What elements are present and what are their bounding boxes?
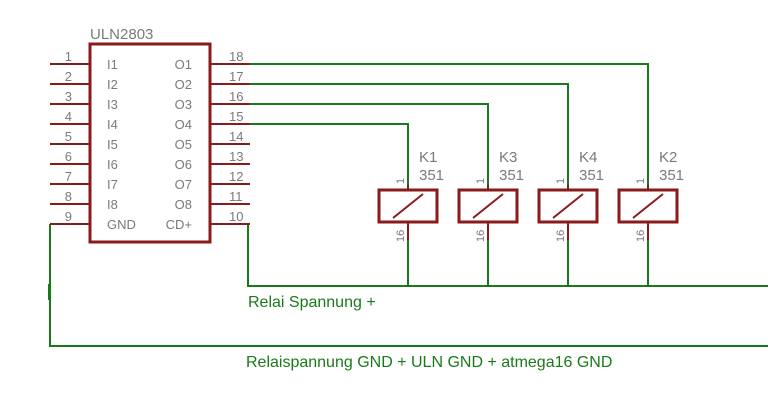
uln2803-chip: ULN2803 1 2 3 [50,26,250,244]
pin-name-o8: O8 [175,197,192,212]
relay-k2-pin-bottom: 16 [635,230,647,242]
wire-relay-supply [247,224,768,287]
pin-num-10: 10 [229,209,243,224]
relay-k1-pin-bottom: 16 [395,230,407,242]
relay-k4-value: 351 [579,167,604,184]
pin-num-1: 1 [65,49,72,64]
relay-k1: K1 351 1 16 [377,149,444,242]
pin-num-11: 11 [229,189,243,204]
pin-num-17: 17 [229,69,243,84]
pin-name-cd: CD+ [166,217,192,232]
relay-k2: K2 351 1 16 [617,149,684,242]
relay-k3-pin-top: 1 [475,178,487,184]
pin-name-o5: O5 [175,137,192,152]
pin-name-o3: O3 [175,97,192,112]
relay-k3: K3 351 1 16 [457,149,524,242]
wire-o1-k2 [210,63,649,185]
relay-k1-name: K1 [419,149,437,166]
relay-k4-name: K4 [579,149,597,166]
pin-num-18: 18 [229,49,243,64]
pin-name-i4: I4 [107,117,118,132]
relay-k3-pin-bottom: 16 [475,230,487,242]
pin-name-i2: I2 [107,77,118,92]
relay-k2-pin-top: 1 [635,178,647,184]
wire-o2-k4 [210,83,569,185]
pin-num-7: 7 [65,169,72,184]
pin-num-15: 15 [229,109,243,124]
relay-k2-value: 351 [659,167,684,184]
pin-num-12: 12 [229,169,243,184]
pin-name-i7: I7 [107,177,118,192]
relay-k3-value: 351 [499,167,524,184]
pin-name-i3: I3 [107,97,118,112]
pin-num-9: 9 [65,209,72,224]
pin-name-o2: O2 [175,77,192,92]
relay-k4: K4 351 1 16 [537,149,604,242]
pin-num-6: 6 [65,149,72,164]
pin-name-o6: O6 [175,157,192,172]
relay-k3-slash [472,193,504,219]
pin-num-4: 4 [65,109,72,124]
relay-k4-slash [552,193,584,219]
pin-num-5: 5 [65,129,72,144]
pin-name-i5: I5 [107,137,118,152]
pin-name-i1: I1 [107,57,118,72]
pin-name-gnd: GND [107,217,136,232]
wire-o4-k1 [210,123,409,185]
pin-num-14: 14 [229,129,243,144]
wires [48,63,768,347]
pin-name-i8: I8 [107,197,118,212]
pin-num-8: 8 [65,189,72,204]
pin-name-o4: O4 [175,117,192,132]
pin-name-i6: I6 [107,157,118,172]
wire-o3-k3 [210,103,489,185]
net-label-ground: Relaispannung GND + ULN GND + atmega16 G… [246,354,612,371]
relay-k2-name: K2 [659,149,677,166]
chip-name: ULN2803 [90,26,153,43]
pin-name-o7: O7 [175,177,192,192]
pin-num-16: 16 [229,89,243,104]
relay-k4-pin-top: 1 [555,178,567,184]
pin-num-13: 13 [229,149,243,164]
relay-k2-slash [632,193,664,219]
pin-num-3: 3 [65,89,72,104]
net-label-relay-supply: Relai Spannung + [248,294,376,311]
relay-k3-name: K3 [499,149,517,166]
pin-name-o1: O1 [175,57,192,72]
relay-k1-value: 351 [419,167,444,184]
pin-num-2: 2 [65,69,72,84]
relay-k4-pin-bottom: 16 [555,230,567,242]
relay-k1-pin-top: 1 [395,178,407,184]
relay-k1-slash [392,193,424,219]
wire-ground [49,224,768,347]
